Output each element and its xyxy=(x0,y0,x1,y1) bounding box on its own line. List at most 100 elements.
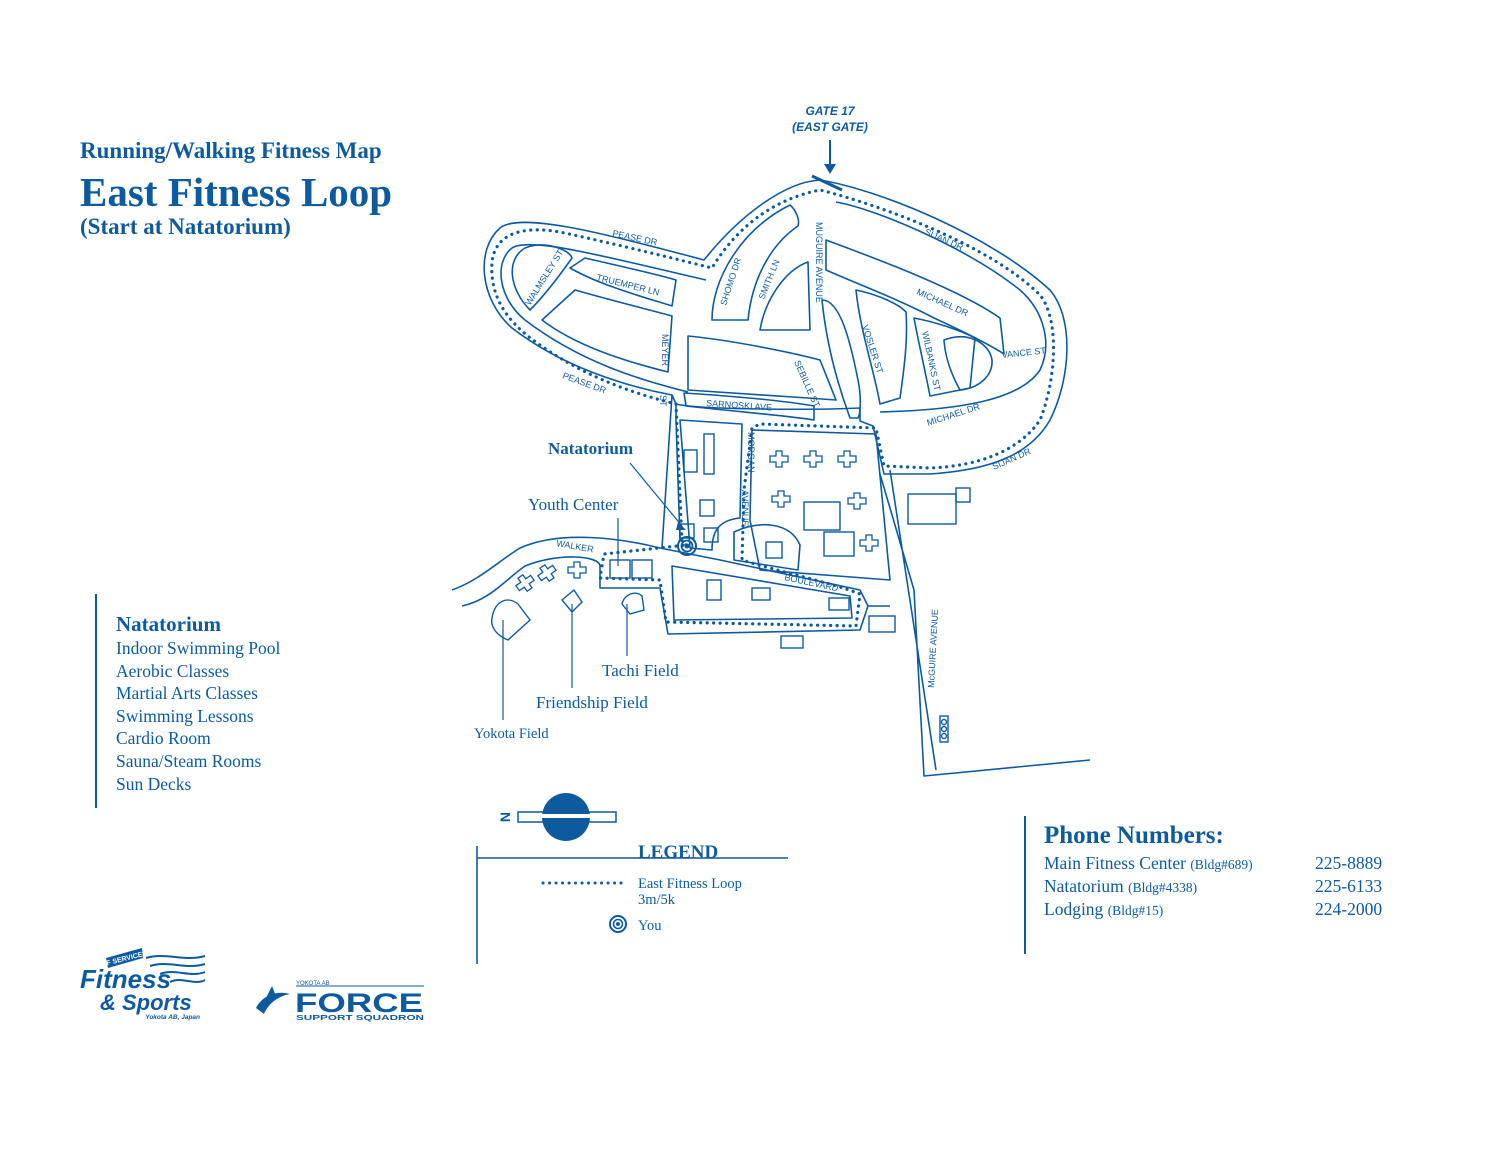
place-label-tachi-field: Tachi Field xyxy=(602,661,679,680)
gate-label-line2: (EAST GATE) xyxy=(792,120,868,134)
phone-bldg: (Bldg#689) xyxy=(1190,857,1253,872)
block-central xyxy=(687,335,837,401)
building xyxy=(631,559,653,579)
amenity-item: Aerobic Classes xyxy=(116,660,230,681)
block-smith xyxy=(759,261,811,331)
cross-icon xyxy=(803,450,823,468)
block-michael xyxy=(825,239,1005,355)
block-vance xyxy=(943,335,993,391)
building xyxy=(823,531,855,557)
block-truemper-north xyxy=(569,257,677,307)
place-label-yokota-field: Yokota Field xyxy=(474,726,549,742)
cross-icon xyxy=(859,534,879,552)
street-label-pease-top: PEASE DR xyxy=(612,228,659,247)
road-boulevard-inner xyxy=(671,565,853,621)
map-title: East Fitness Loop xyxy=(80,169,393,215)
phone-number: 225-8889 xyxy=(1315,853,1383,873)
legend-loop-distance: 3m/5k xyxy=(638,892,676,908)
amenity-item: Martial Arts Classes xyxy=(116,683,258,704)
block-truemper xyxy=(541,289,673,373)
block-east-grid xyxy=(749,429,891,581)
road-sarnoski xyxy=(683,392,815,421)
street-label-walker: WALKER xyxy=(556,538,595,554)
friendship-field-diamond xyxy=(561,588,583,614)
block-sebille xyxy=(821,299,862,419)
you-marker xyxy=(677,536,697,556)
cross-icon xyxy=(771,490,791,508)
force-swoosh-icon xyxy=(256,992,290,1014)
cross-icon xyxy=(837,450,857,468)
start-note: (Start at Natatorium) xyxy=(80,214,291,239)
street-label-shomo: SHOMO DR xyxy=(718,256,743,307)
facility-rule xyxy=(95,594,97,808)
block-wilbanks xyxy=(913,317,976,397)
cross-markers xyxy=(515,450,879,593)
block-shomo xyxy=(711,204,800,321)
street-label-vosler: VOSLER ST xyxy=(860,324,885,376)
block-vosler xyxy=(855,289,908,405)
legend-frame xyxy=(476,846,788,964)
street-label-pease-bottom: PEASE DR xyxy=(561,370,608,395)
gate-arrow xyxy=(824,140,836,174)
street-label-sebille: SEBILLE ST xyxy=(792,359,822,410)
road-walker-south xyxy=(461,556,869,635)
street-label-michael-bottom: MICHAEL DR xyxy=(926,401,982,428)
amenity-item: Indoor Swimming Pool xyxy=(116,638,281,658)
street-label-meyer: MEYER xyxy=(660,334,670,367)
building xyxy=(765,541,783,559)
gate-bar xyxy=(811,174,843,192)
street-label-mcguire: McGUIRE AVENUE xyxy=(926,609,940,688)
amenity-item: Swimming Lessons xyxy=(116,705,254,726)
road-morgan xyxy=(679,419,743,551)
legend-loop-label: East Fitness Loop xyxy=(638,876,742,892)
street-label-muguire: MUGUIRE AVENUE xyxy=(814,222,824,303)
street-label-sarnoski: SARNOSKI AVE xyxy=(706,398,772,413)
gate-label-line1: GATE 17 xyxy=(805,104,855,118)
legend-title: LEGEND xyxy=(638,842,718,863)
yokota-field-diamond xyxy=(491,599,531,641)
block-morgan-south xyxy=(733,523,801,571)
building xyxy=(828,597,850,611)
legend-you-label: You xyxy=(638,918,662,934)
amenity-list: Indoor Swimming Pool Aerobic Classes Mar… xyxy=(116,637,280,795)
cross-icon xyxy=(537,563,557,583)
amenity-item: Sun Decks xyxy=(116,773,192,794)
street-label-morgan: MORGAN xyxy=(746,432,756,473)
building-mcguire-signal xyxy=(939,715,949,743)
place-label-youth-center: Youth Center xyxy=(528,495,619,514)
building-youth-center xyxy=(609,559,631,579)
building xyxy=(703,527,719,543)
fitness-sports-logo: AF SERVICES Fitness & Sports Yokota AB, … xyxy=(80,948,206,1021)
phone-row: Main Fitness Center (Bldg#689) 225-8889 xyxy=(1044,852,1394,875)
road-outer-loop xyxy=(483,179,1068,475)
phone-bldg: (Bldg#4338) xyxy=(1128,880,1198,895)
map-subtitle: Running/Walking Fitness Map xyxy=(80,138,382,163)
road-mcguire xyxy=(879,469,1091,777)
force-logo: YOKOTA AB FORCE SUPPORT SQUADRON xyxy=(256,981,424,1022)
north-compass xyxy=(517,793,617,841)
place-label-friendship-field: Friendship Field xyxy=(536,693,648,712)
road-network xyxy=(451,174,1091,777)
street-label-michael-top: MICHAEL DR xyxy=(915,287,970,319)
phone-row: Natatorium (Bldg#4338) 225-6133 xyxy=(1044,875,1394,898)
building xyxy=(706,579,722,601)
building xyxy=(780,635,804,649)
phone-rule xyxy=(1024,816,1026,954)
street-label-avenue: AVENUE xyxy=(740,490,750,526)
fitness-text: Fitness xyxy=(80,964,171,994)
force-sub-text: SUPPORT SQUADRON xyxy=(296,1013,424,1022)
road-inner-east xyxy=(835,201,1047,413)
phone-place: Lodging xyxy=(1044,899,1104,919)
force-text: FORCE xyxy=(295,988,423,1018)
cross-icon xyxy=(769,450,789,468)
cross-icon xyxy=(567,561,587,579)
amenity-item: Cardio Room xyxy=(116,728,211,749)
place-label-natatorium: Natatorium xyxy=(548,439,633,458)
cross-icon xyxy=(847,492,867,510)
road-inner-loop xyxy=(500,243,707,393)
legend-you-icon xyxy=(609,915,627,933)
building xyxy=(703,433,715,475)
building xyxy=(907,493,957,525)
sports-fields xyxy=(491,588,645,641)
